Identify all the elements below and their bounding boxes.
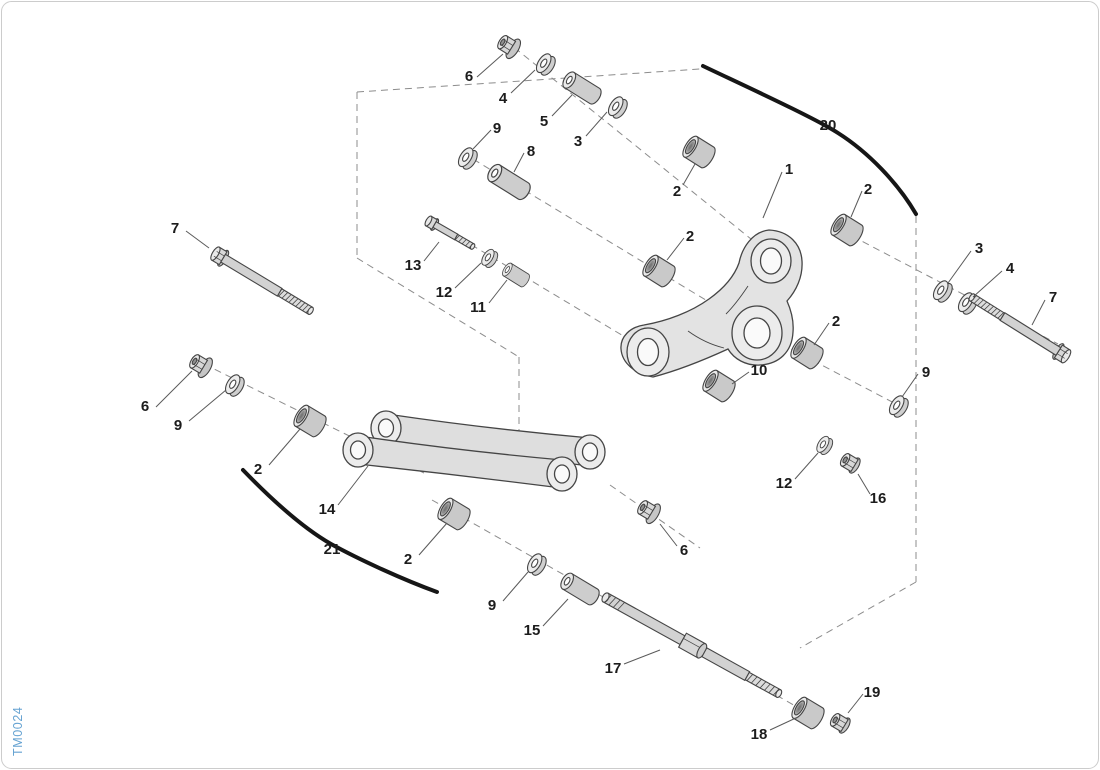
callout-label: 7 (171, 220, 179, 237)
callout-label: 6 (680, 542, 688, 559)
callout-label: 6 (465, 68, 473, 85)
callout-label: 12 (776, 475, 793, 492)
group-bracket-21 (241, 468, 439, 594)
part-2-bushing (827, 211, 867, 249)
callout-label: 16 (870, 490, 887, 507)
part-6-flange-nut (633, 495, 664, 527)
callout-label: 1 (785, 161, 793, 178)
part-9-washer (454, 144, 481, 173)
callout-label: 9 (174, 417, 182, 434)
part-3-washer (929, 277, 956, 306)
part-7-bolt (207, 243, 318, 321)
part-12-washer (478, 246, 501, 271)
callout-label: 19 (864, 684, 881, 701)
part-6-flange-nut (185, 349, 216, 381)
callout-label: 2 (832, 313, 840, 330)
part-1-rocker-arm (620, 229, 803, 378)
callout-label: 5 (540, 113, 548, 130)
callout-label: 15 (524, 622, 541, 639)
callout-label: 2 (404, 551, 412, 568)
callout-label: 2 (864, 181, 872, 198)
callout-label: 6 (141, 398, 149, 415)
callout-label: 14 (319, 501, 336, 518)
part-9-washer (524, 550, 550, 579)
part-9-washer (885, 392, 912, 421)
part-2-bushing (434, 495, 474, 533)
leader-lines (155, 53, 1046, 731)
callout-label: 20 (820, 117, 837, 134)
part-15-spacer (557, 570, 603, 608)
drawing-code: TM0024 (11, 707, 25, 756)
part-19-nut (827, 710, 853, 736)
part-3-washer (604, 93, 631, 122)
callout-label: 4 (499, 90, 508, 107)
part-17-axle-bolt (598, 588, 786, 703)
callout-label: 9 (493, 120, 501, 137)
callout-label: 13 (405, 257, 422, 274)
part-14-linkage-arms (342, 410, 606, 492)
callout-label: 2 (254, 461, 262, 478)
part-13-bolt (422, 213, 479, 254)
callout-label: 3 (975, 240, 983, 257)
callout-label: 10 (751, 362, 768, 379)
part-2-bushing (639, 252, 679, 290)
parts-layer (185, 30, 1074, 736)
callout-label: 8 (527, 143, 535, 160)
callout-label: 2 (686, 228, 694, 245)
part-9-washer (222, 371, 248, 400)
part-2-bushing (679, 133, 719, 171)
part-10-bushing (699, 367, 739, 405)
callout-label: 11 (470, 299, 486, 316)
callout-label: 4 (1006, 260, 1015, 277)
part-2-bushing (787, 334, 827, 372)
part-8-spacer (484, 161, 534, 203)
callout-label: 7 (1049, 289, 1057, 306)
callout-label: 21 (324, 541, 341, 558)
callout-label: 18 (751, 726, 768, 743)
part-4-washer (532, 50, 559, 79)
callout-label: 2 (673, 183, 681, 200)
callout-label: 9 (922, 364, 930, 381)
part-18-bushing (788, 694, 828, 732)
part-16-nut (837, 450, 863, 476)
callout-label: 17 (605, 660, 622, 677)
callout-label: 9 (488, 597, 496, 614)
part-6-flange-nut (493, 30, 524, 62)
group-bracket-20 (701, 64, 918, 216)
callout-labels: 6 4 5 3 9 8 2 20 1 2 3 4 7 7 13 12 11 2 … (141, 68, 1057, 743)
callout-label: 12 (436, 284, 453, 301)
callout-label: 3 (574, 133, 582, 150)
